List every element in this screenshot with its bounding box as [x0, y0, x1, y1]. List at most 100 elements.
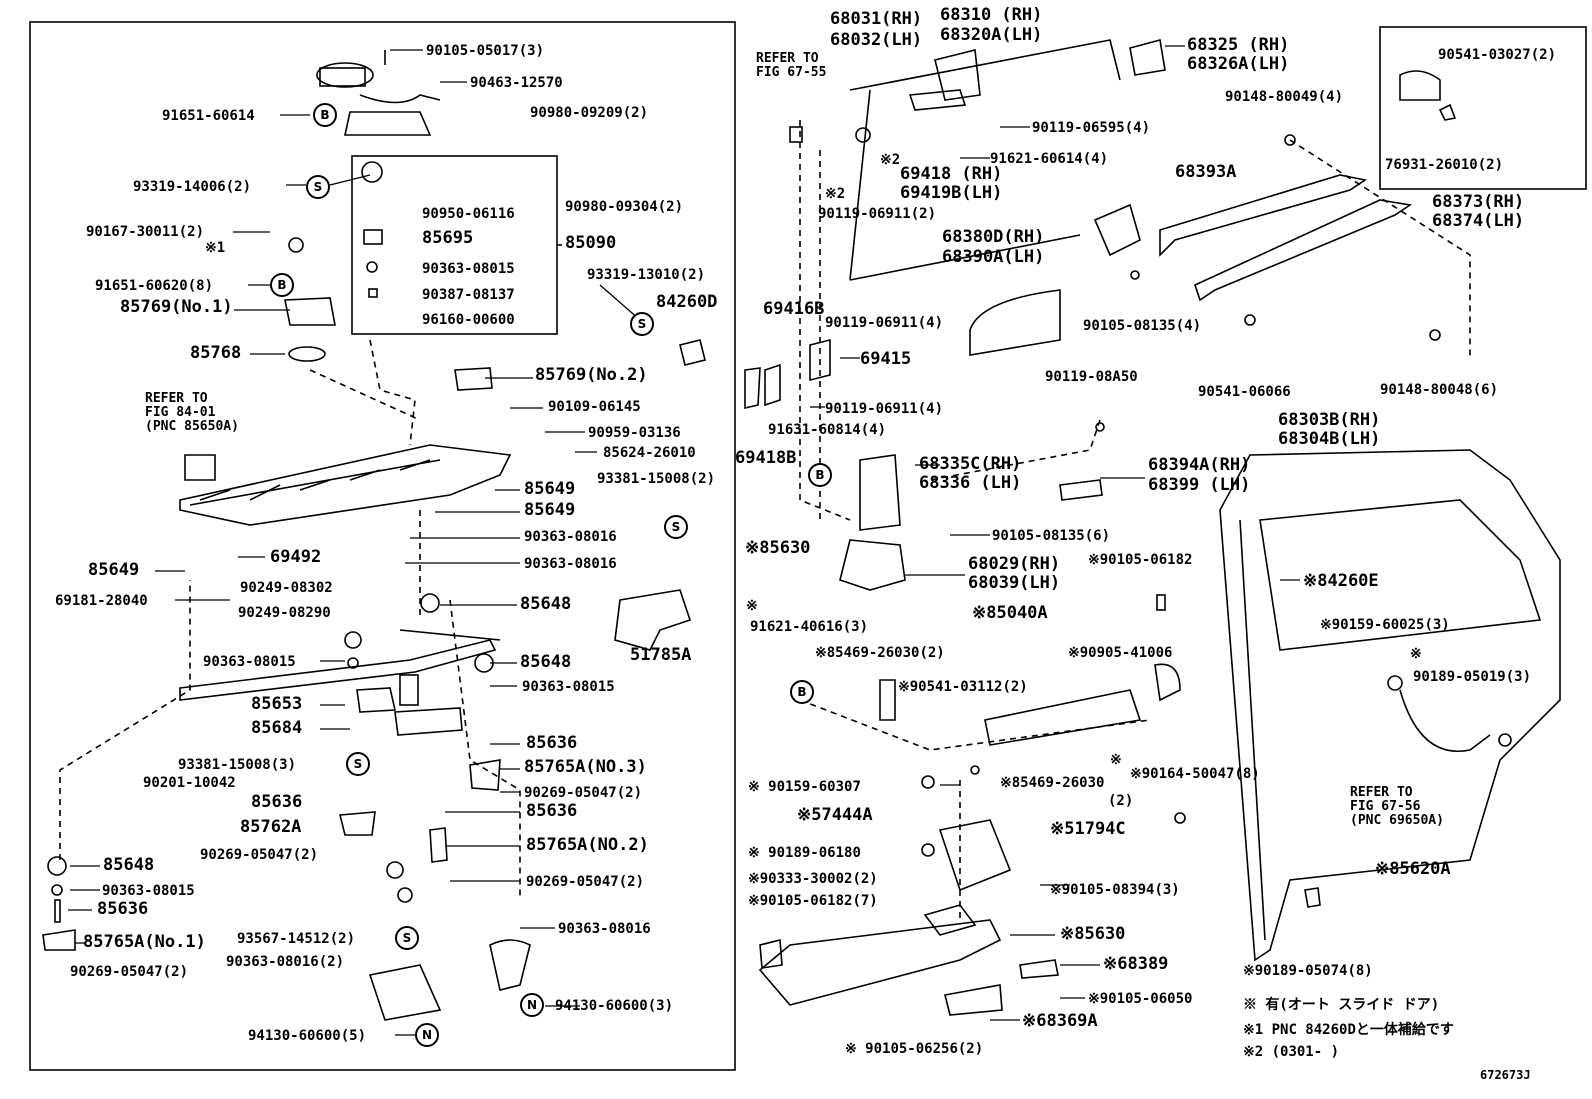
callout-s: S [664, 515, 688, 539]
part-label: 51785A [630, 645, 692, 665]
part-label: 85648 [103, 855, 155, 875]
part-label: 85636 [526, 801, 578, 821]
part-label: 85648 [520, 594, 572, 614]
part-label: 90363-08016 [524, 529, 617, 545]
part-label: 90980-09304(2) [565, 199, 684, 215]
part-label: 85649 [524, 500, 576, 520]
callout-b: B [808, 463, 832, 487]
part-label: 90269-05047(2) [524, 785, 643, 801]
part-label: 90119-08A50 [1045, 369, 1138, 385]
part-label: 69419B(LH) [900, 183, 1003, 203]
part-label: 85648 [520, 652, 572, 672]
part-label: 69418B [735, 448, 797, 468]
part-label: ※90164-50047(8) [1130, 766, 1260, 782]
part-label: 93319-14006(2) [133, 179, 252, 195]
part-label: ※90905-41006 [1068, 645, 1173, 661]
window-frame-shape [849, 39, 1121, 356]
part-label: 68032(LH) [830, 30, 923, 50]
part-label: 68039(LH) [968, 573, 1061, 593]
part-label: ※85630 [1060, 924, 1126, 944]
part-label: 69418 (RH) [900, 164, 1003, 184]
refer-top-line1: REFER TO [756, 51, 819, 66]
left-frame [29, 21, 736, 1071]
note-mark: ※ [1110, 752, 1122, 768]
part-label: 69415 [860, 349, 912, 369]
part-label: 85762A [240, 817, 302, 837]
part-label: 90119-06911(4) [825, 315, 944, 331]
part-label: 68380D(RH) [942, 227, 1045, 247]
part-label: 91651-60614 [162, 108, 255, 124]
part-label: 90148-80048(6) [1380, 382, 1499, 398]
part-label: 91621-40616(3) [750, 619, 869, 635]
part-label: 93381-15008(2) [597, 471, 716, 487]
part-label: 90119-06595(4) [1032, 120, 1151, 136]
kit-item: 90387-08137 [422, 287, 515, 303]
part-label: 85624-26010 [603, 445, 696, 461]
kit-item: 96160-00600 [422, 312, 515, 328]
callout-s: S [346, 752, 370, 776]
part-label: 90269-05047(2) [200, 847, 319, 863]
part-label: 84260D [656, 292, 718, 312]
lower-rail-shape [179, 629, 501, 701]
note-1-mark: ※1 [205, 240, 226, 256]
part-label: 90119-06911(2) [818, 206, 937, 222]
small-parts-shapes [42, 39, 1512, 1021]
part-label: 68390A(LH) [942, 247, 1045, 267]
kit-item: 85695 [422, 228, 474, 248]
part-label: 68029(RH) [968, 554, 1061, 574]
part-label: 85765A(NO.2) [526, 835, 649, 855]
callout-b: B [790, 680, 814, 704]
inset-box [1379, 26, 1587, 190]
refer-left-line2: FIG 84-01 [145, 405, 216, 420]
part-label: 85636 [251, 792, 303, 812]
part-label: ※68389 [1103, 954, 1169, 974]
part-label: ※85040A [972, 603, 1048, 623]
callout-n: N [415, 1023, 439, 1047]
part-label: 68393A [1175, 162, 1237, 182]
part-label: ※85469-26030(2) [815, 645, 945, 661]
part-label: ※57444A [797, 805, 873, 825]
part-label: 90363-08015 [203, 654, 296, 670]
part-label: 68320A(LH) [940, 25, 1043, 45]
part-label: 90105-05017(3) [426, 43, 545, 59]
part-label: 90201-10042 [143, 775, 236, 791]
part-label: 90363-08016 [524, 556, 617, 572]
part-label: ※ 90189-06180 [748, 845, 861, 861]
part-label: 90959-03136 [588, 425, 681, 441]
refer-top-line2: FIG 67-55 [756, 65, 827, 80]
kit-item: 90950-06116 [422, 206, 515, 222]
part-label: 85684 [251, 718, 303, 738]
part-label: ※90189-05074(8) [1243, 963, 1373, 979]
part-label: 90363-08016(2) [226, 954, 345, 970]
callout-b: B [313, 103, 337, 127]
part-label: ※90105-08394(3) [1050, 882, 1180, 898]
part-label: 90249-08302 [240, 580, 333, 596]
part-label: ※84260E [1303, 571, 1379, 591]
part-label: ※90105-06182(7) [748, 893, 878, 909]
refer-right-line3: (PNC 69650A) [1350, 813, 1444, 828]
part-label: 90269-05047(2) [70, 964, 189, 980]
part-label: 68310 (RH) [940, 5, 1043, 25]
part-label: 68336 (LH) [919, 473, 1022, 493]
part-label: 68326A(LH) [1187, 54, 1290, 74]
part-label: (2) [1108, 793, 1134, 809]
part-label: 69416B [763, 299, 825, 319]
refer-right-line2: FIG 67-56 [1350, 799, 1421, 814]
part-label: 94130-60600(5) [248, 1028, 367, 1044]
part-label: 85769(No.2) [535, 365, 648, 385]
part-label: ※85469-26030 [1000, 775, 1105, 791]
part-label: ※90159-60025(3) [1320, 617, 1450, 633]
part-label: 68325 (RH) [1187, 35, 1290, 55]
part-label: 68304B(LH) [1278, 429, 1381, 449]
part-label: 90167-30011(2) [86, 224, 205, 240]
part-label: ※ 90105-06256(2) [845, 1041, 984, 1057]
callout-s: S [630, 312, 654, 336]
part-label: 85636 [97, 899, 149, 919]
part-label: 90363-08016 [558, 921, 651, 937]
part-label: 90541-03027(2) [1438, 47, 1557, 63]
part-label: 90363-08015 [102, 883, 195, 899]
note-mark: ※ [746, 598, 758, 614]
